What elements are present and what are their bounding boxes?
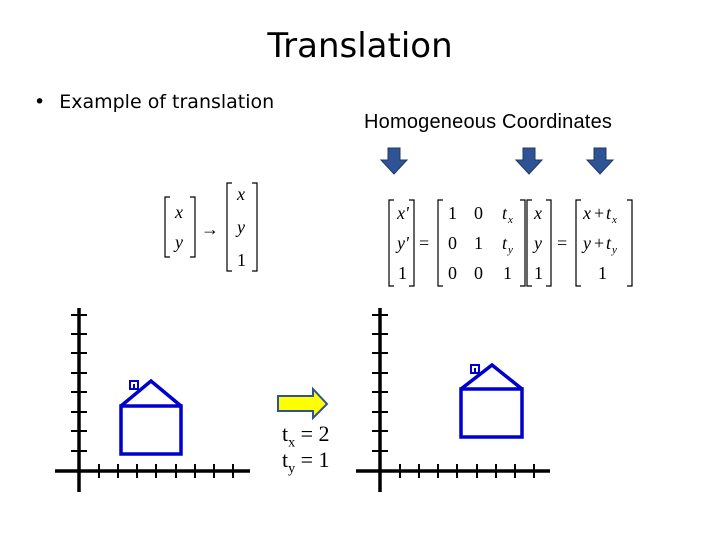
res-y-sub: y — [611, 244, 617, 256]
res-y-plus: + — [594, 233, 604, 253]
tx-label: tx = 2 — [282, 421, 330, 451]
vec-one: 1 — [534, 263, 543, 283]
res-x-sub: x — [611, 214, 617, 226]
m-02-sub: x — [507, 214, 513, 226]
m-02: t — [502, 203, 508, 223]
homogeneous-coordinates-label: Homogeneous Coordinates — [364, 111, 613, 133]
lhs-one: 1 — [398, 263, 407, 283]
tx-value: = 2 — [300, 421, 330, 446]
m-21: 0 — [474, 263, 483, 283]
vec-y: y — [532, 233, 542, 253]
down-arrow-icon — [585, 147, 615, 175]
m-01: 0 — [474, 203, 483, 223]
ty-label: ty = 1 — [282, 447, 330, 477]
tx-sub: x — [288, 435, 296, 451]
down-arrow-icon — [379, 147, 409, 175]
house-before — [119, 378, 183, 456]
res-x-t: t — [606, 203, 612, 223]
res-x: x — [582, 203, 591, 223]
equation-homogeneous — [388, 199, 633, 287]
m-00: 1 — [448, 203, 457, 223]
m-12: t — [502, 233, 508, 253]
ty-var: t — [282, 447, 289, 472]
input-y: y — [173, 232, 183, 252]
bullet-text: Example of translation — [59, 91, 275, 113]
equals-sign: = — [419, 233, 429, 253]
bullet-dot: • — [34, 91, 46, 113]
tx-var: t — [282, 421, 289, 446]
origin-marker-icon — [470, 364, 480, 374]
equation-cartesian — [164, 182, 258, 272]
res-y: y — [581, 233, 591, 253]
input-x: x — [174, 202, 183, 222]
maps-to-arrow: → — [201, 219, 219, 239]
m-12-sub: y — [507, 244, 513, 256]
output-one: 1 — [237, 250, 246, 270]
lhs-yprime: y' — [395, 233, 410, 253]
m-10: 0 — [448, 233, 457, 253]
origin-marker-icon — [129, 380, 139, 390]
down-arrow-icon — [514, 147, 544, 175]
output-x: x — [236, 184, 245, 204]
axes-after — [356, 308, 550, 492]
bullet-item: • Example of translation — [34, 91, 274, 113]
ty-sub: y — [288, 461, 296, 477]
equals-sign: = — [557, 233, 567, 253]
axes-before — [55, 308, 250, 492]
res-one: 1 — [598, 263, 607, 283]
m-11: 1 — [474, 233, 483, 253]
m-20: 0 — [448, 263, 457, 283]
res-x-plus: + — [594, 203, 604, 223]
output-y: y — [235, 217, 245, 237]
translation-arrow-icon — [277, 386, 329, 421]
ty-value: = 1 — [300, 447, 330, 472]
house-after — [459, 362, 524, 439]
vec-x: x — [533, 203, 542, 223]
lhs-xprime: x' — [396, 203, 410, 223]
slide-title: Translation — [267, 26, 453, 66]
res-y-t: t — [606, 233, 612, 253]
m-22: 1 — [503, 263, 512, 283]
